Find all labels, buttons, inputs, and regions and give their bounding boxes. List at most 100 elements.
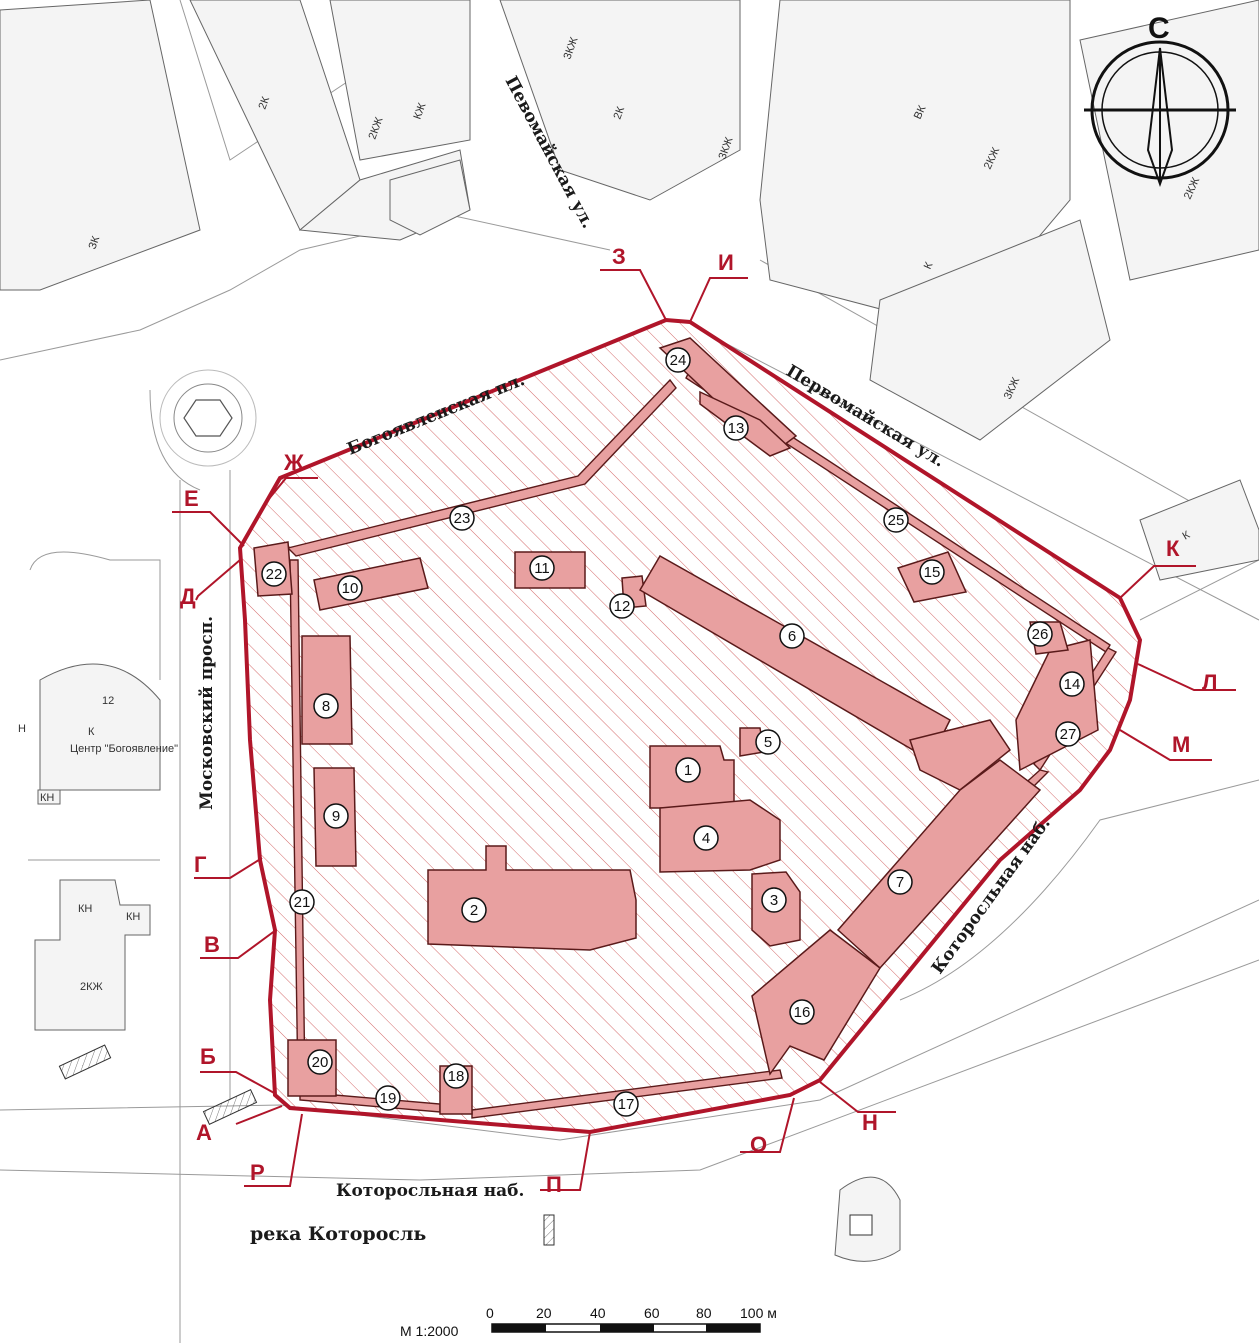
object-marker-23 xyxy=(449,505,475,531)
object-number-22: 22 xyxy=(266,566,283,583)
object-marker-24 xyxy=(665,347,691,373)
point-label-v: В xyxy=(204,932,220,957)
bld-label-vk: ВК xyxy=(912,103,929,121)
building-2 xyxy=(427,845,637,951)
point-label-b: Б xyxy=(200,1044,216,1069)
object-marker-4 xyxy=(693,825,719,851)
bld-label-h: Н xyxy=(18,723,26,735)
scale-tick-100: 100 м xyxy=(740,1305,777,1321)
object-number-14: 14 xyxy=(1064,676,1081,693)
object-number-23: 23 xyxy=(454,510,471,527)
object-marker-14 xyxy=(1059,671,1085,697)
object-marker-27 xyxy=(1055,721,1081,747)
point-label-r: Р xyxy=(250,1160,265,1185)
point-label-d: Д xyxy=(180,584,196,609)
building-6b xyxy=(909,719,1012,791)
point-label-e: Е xyxy=(184,486,199,511)
object-number-11: 11 xyxy=(534,560,550,577)
object-marker-20 xyxy=(307,1049,333,1075)
object-number-5: 5 xyxy=(764,734,772,751)
object-marker-25 xyxy=(883,507,909,533)
object-marker-3 xyxy=(761,887,787,913)
boundary-leaders xyxy=(172,269,1236,1191)
point-label-i: И xyxy=(718,250,734,275)
street-kotoroslnaya-bottom: Которосльная наб. xyxy=(336,1181,524,1201)
point-label-g: Г xyxy=(194,852,207,877)
object-number-24: 24 xyxy=(670,352,687,369)
object-marker-18 xyxy=(443,1063,469,1089)
object-number-15: 15 xyxy=(924,564,941,581)
point-label-p: П xyxy=(546,1172,562,1197)
object-marker-26 xyxy=(1027,621,1053,647)
object-number-2: 2 xyxy=(470,902,478,919)
scale-tick-80: 80 xyxy=(696,1305,712,1321)
object-number-8: 8 xyxy=(322,698,330,715)
object-marker-1 xyxy=(675,757,701,783)
bld-label-kn-left: КН xyxy=(40,792,54,804)
object-number-3: 3 xyxy=(770,892,778,909)
object-number-9: 9 xyxy=(332,808,340,825)
point-label-k: К xyxy=(1166,536,1180,561)
object-marker-9 xyxy=(323,803,349,829)
object-number-16: 16 xyxy=(794,1004,811,1021)
object-marker-19 xyxy=(375,1085,401,1111)
object-number-19: 19 xyxy=(380,1090,397,1107)
scale-tick-0: 0 xyxy=(486,1305,494,1321)
point-label-a: А xyxy=(196,1120,212,1145)
bld-label-kn-left3: КН xyxy=(126,911,140,923)
object-number-7: 7 xyxy=(896,874,904,891)
object-number-21: 21 xyxy=(294,894,311,911)
scale-ratio: М 1:2000 xyxy=(400,1323,459,1339)
bld-label-kzh: КЖ xyxy=(412,101,429,121)
object-number-1: 1 xyxy=(684,762,692,779)
object-marker-2 xyxy=(461,897,487,923)
bld-label-k-left: К xyxy=(88,726,95,738)
boundary-point-labels: А Б В Г Д Е Ж З И К Л М Н О П Р xyxy=(180,244,1217,1197)
compass-north-letter: С xyxy=(1148,12,1170,45)
object-number-25: 25 xyxy=(888,512,905,529)
scale-tick-20: 20 xyxy=(536,1305,552,1321)
object-marker-15 xyxy=(919,559,945,585)
point-label-o: О xyxy=(750,1132,767,1157)
boundary-line xyxy=(237,317,1143,1135)
object-marker-6 xyxy=(779,623,805,649)
object-number-10: 10 xyxy=(342,580,359,597)
scale-tick-40: 40 xyxy=(590,1305,606,1321)
bld-label-2kzh-left: 2КЖ xyxy=(80,981,103,993)
bld-label-center: Центр "Богоявление" xyxy=(70,743,178,755)
object-markers: 1234567891011121314151617181920212223242… xyxy=(261,347,1085,1117)
object-number-18: 18 xyxy=(448,1068,465,1085)
object-marker-12 xyxy=(609,593,635,619)
object-marker-21 xyxy=(289,889,315,915)
object-number-12: 12 xyxy=(614,598,631,615)
object-marker-8 xyxy=(313,693,339,719)
building-6 xyxy=(638,554,951,762)
point-label-m: М xyxy=(1172,732,1190,757)
object-marker-13 xyxy=(723,415,749,441)
object-marker-11 xyxy=(529,555,555,581)
object-number-20: 20 xyxy=(312,1054,329,1071)
object-marker-5 xyxy=(755,729,781,755)
bld-label-12: 12 xyxy=(102,695,114,707)
building-4 xyxy=(659,799,781,873)
object-marker-17 xyxy=(613,1091,639,1117)
object-number-13: 13 xyxy=(728,420,745,437)
object-number-27: 27 xyxy=(1060,726,1077,743)
building-16 xyxy=(751,929,881,1076)
object-marker-7 xyxy=(887,869,913,895)
compass: С xyxy=(1084,12,1236,188)
point-label-n: Н xyxy=(862,1110,878,1135)
bld-label-k-r: К xyxy=(922,260,936,271)
bld-label-2k-top: 2К xyxy=(612,105,628,121)
object-marker-22 xyxy=(261,561,287,587)
object-number-6: 6 xyxy=(788,628,796,645)
building-7 xyxy=(836,759,1042,970)
street-river: река Которосль xyxy=(250,1223,426,1245)
bld-label-kn-left2: КН xyxy=(78,903,92,915)
bld-label-zk: ЗК xyxy=(87,234,103,251)
object-number-4: 4 xyxy=(702,830,710,847)
bld-label-2k: 2К xyxy=(257,95,273,111)
point-label-zh: Ж xyxy=(283,450,304,475)
